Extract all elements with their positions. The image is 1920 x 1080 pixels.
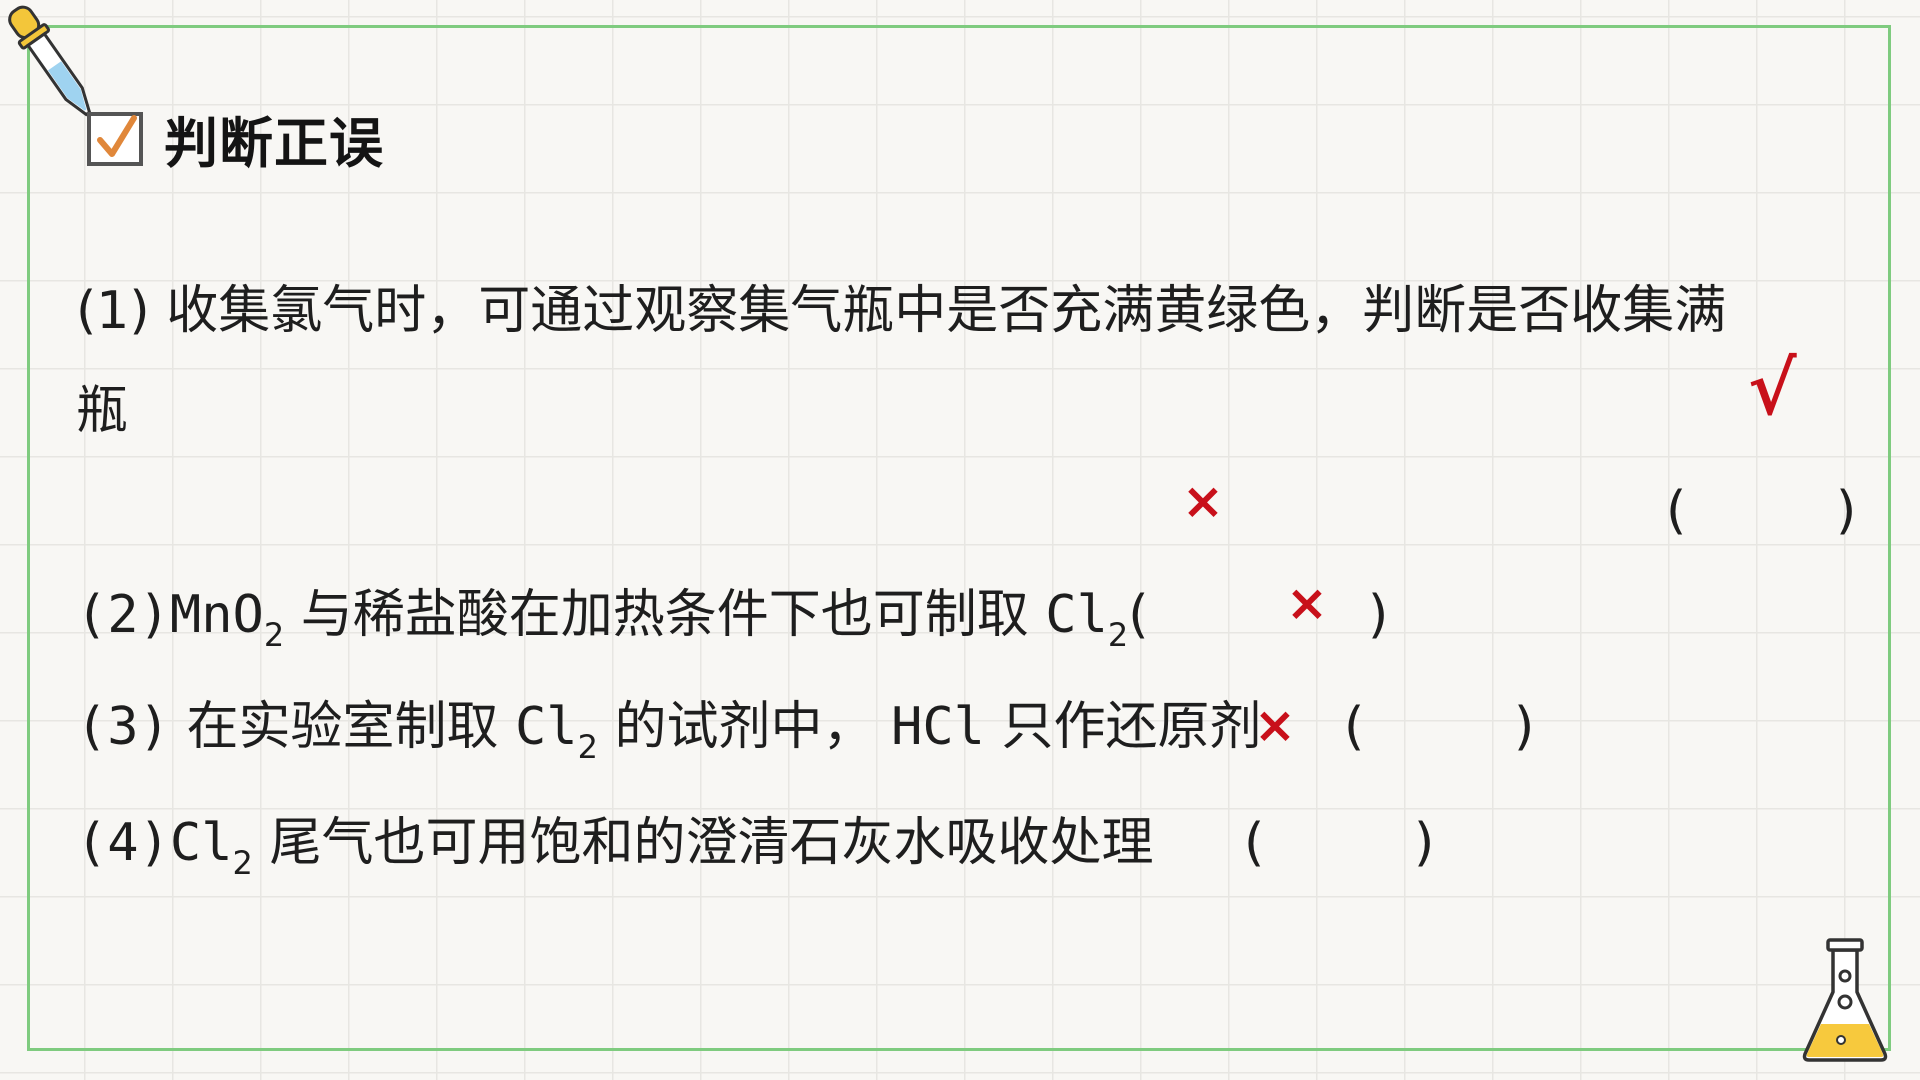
- answer-cross-mark: ×: [1286, 574, 1328, 632]
- question-2-paren-open: (: [1128, 585, 1149, 645]
- checkbox-checked-icon: [87, 112, 143, 166]
- heading: 判断正误: [86, 105, 384, 175]
- question-3-text-3: 只作还原剂: [1001, 697, 1262, 757]
- answer-cross-mark: ×: [1254, 696, 1296, 754]
- question-3-paren-close: ): [1514, 697, 1535, 757]
- page-title: 判断正误: [164, 111, 384, 175]
- question-3: (3) 在实验室制取 Cl2 的试剂中， HCl 只作还原剂: [76, 694, 1262, 763]
- mno2-subscript: 2: [263, 616, 285, 654]
- cl2-subscript: 2: [232, 844, 253, 882]
- question-3-text-1: 在实验室制取: [186, 697, 499, 757]
- dropper-icon: [8, 5, 92, 117]
- question-2-text: 与稀盐酸在加热条件下也可制取: [300, 585, 1029, 645]
- content-frame: [27, 25, 1891, 1051]
- question-2: (2)MnO2 与稀盐酸在加热条件下也可制取 Cl2(: [76, 582, 1149, 651]
- cl2-formula: Cl: [1045, 585, 1108, 645]
- question-3-paren-open: (: [1344, 697, 1365, 757]
- cl2-subscript: 2: [1107, 616, 1129, 654]
- question-2-paren-close: ): [1368, 585, 1389, 645]
- question-4: (4)Cl2 尾气也可用饱和的澄清石灰水吸收处理: [76, 810, 1154, 879]
- hcl-formula: HCl: [891, 697, 985, 757]
- question-3-text-2: 的试剂中，: [614, 697, 875, 757]
- question-1-line-1: (1) 收集氯气时，可通过观察集气瓶中是否充满黄绿色，判断是否收集满: [76, 281, 1727, 341]
- question-4-paren-close: ): [1414, 813, 1435, 873]
- question-4-text: 尾气也可用饱和的澄清石灰水吸收处理: [269, 813, 1154, 873]
- cl2-formula: Cl: [515, 697, 578, 757]
- question-4-paren-open: (: [1244, 813, 1265, 873]
- question-3-number: (3): [76, 697, 170, 757]
- question-1-paren-close: ): [1836, 481, 1857, 541]
- question-1-paren-open: (: [1666, 481, 1687, 541]
- question-4-number: (4): [76, 813, 170, 873]
- cl2-subscript: 2: [577, 728, 598, 766]
- answer-cross-mark: ×: [1182, 472, 1224, 530]
- answer-check-mark: √: [1748, 346, 1797, 432]
- flask-icon: [1802, 938, 1888, 1062]
- cl2-formula: Cl: [169, 813, 233, 873]
- mno2-formula: MnO: [169, 585, 264, 645]
- question-2-number: (2): [76, 585, 170, 645]
- question-1-line-2: 瓶: [76, 381, 129, 441]
